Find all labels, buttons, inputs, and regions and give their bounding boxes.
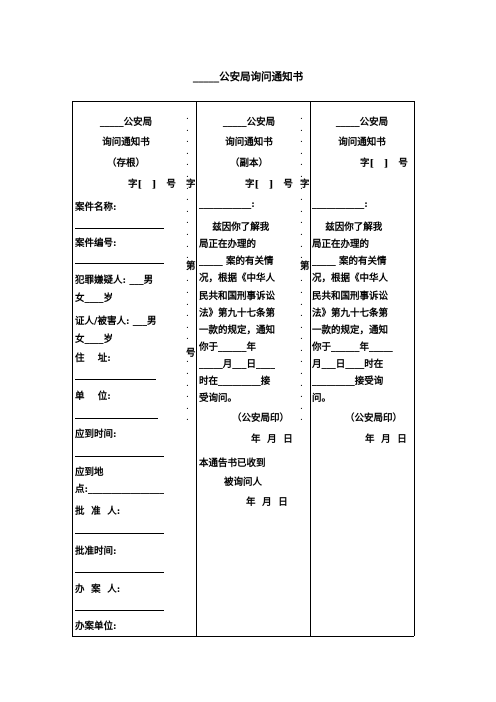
copy-body-line: 受询问。 — [199, 393, 238, 404]
stub-field-case-number: 案件编号: — [75, 238, 117, 249]
seam-zi-char: 字 — [300, 179, 310, 190]
copy-date-2: 年 月 日 — [246, 497, 288, 508]
stub-field-line — [75, 533, 164, 534]
copy3-seal: （公安局印） — [345, 413, 403, 424]
copy3-body-line: _____ 案的有关情 — [312, 256, 387, 267]
stub-field-case-name: 案件名称: — [75, 202, 117, 213]
copy-body-line: 况，根据《中华人 — [199, 273, 276, 284]
copy-date: 年 月 日 — [251, 434, 293, 445]
stub-bureau: _____公安局 — [99, 117, 153, 128]
copy3-body-line: 月___日____时在 — [312, 359, 384, 370]
copy3-body-line: 况，根据《中华人 — [312, 273, 389, 284]
stub-field-line — [75, 418, 158, 419]
copy-body-line: 法》第九十七条第 — [199, 308, 276, 319]
stub-field-approval-time: 批准时间: — [75, 546, 117, 557]
stub-copy-label: （存根） — [106, 158, 145, 169]
table-left-border — [72, 101, 73, 636]
copy-bureau: _____公安局 — [222, 117, 276, 128]
stub-field-handling-unit: 办案单位: — [75, 621, 117, 632]
stub-doc-name: 询问通知书 — [102, 137, 150, 148]
copy-doc-name: 询问通知书 — [225, 137, 273, 148]
table-right-border — [414, 101, 415, 636]
seam-hao-char: 号 — [186, 348, 196, 359]
copy3-body-line: 局正在办理的 — [312, 239, 370, 250]
seam-zi-char: 字 — [186, 179, 196, 190]
copy3-bureau: _____公安局 — [335, 117, 389, 128]
table-top-border — [72, 101, 414, 102]
stub-field-line — [75, 228, 164, 229]
stub-field-witness: 证人/被害人: ___男 — [75, 316, 157, 327]
copy3-body-line: 一款的规定，通知 — [312, 325, 389, 336]
stub-field-approver: 批 准 人: — [75, 506, 121, 517]
perforation-dots: . . . . . . . . . . . . . . . . . . . . … — [300, 112, 303, 424]
stub-field-suspect: 犯罪嫌疑人: ___男 — [75, 275, 154, 286]
stub-field-line — [75, 610, 164, 611]
copy3-doc-name: 询问通知书 — [338, 137, 386, 148]
copy-body-line: 兹因你了解我 — [199, 222, 270, 233]
stub-field-line — [75, 379, 156, 380]
copy3-addressee: ___________: — [312, 199, 368, 210]
stub-field-line — [75, 263, 164, 264]
seam-di-char: 第 — [186, 261, 196, 272]
perforation-dots: . . . . . . . . . . . . . . . . . . . . … — [186, 112, 189, 424]
stub-field-line — [75, 456, 164, 457]
column-divider-1 — [196, 101, 197, 636]
column-divider-2 — [310, 101, 311, 636]
copy3-date: 年 月 日 — [365, 434, 407, 445]
stub-field-unit: 单 位: — [75, 391, 111, 402]
table-bottom-border — [72, 636, 414, 637]
document-title: _____公安局询问通知书 — [192, 71, 304, 83]
stub-field-due-place-line: 点:________________ — [75, 484, 165, 495]
copy-body-line: 时在_________接 — [199, 376, 271, 387]
stub-field-suspect-age: 女____岁 — [75, 293, 114, 304]
copy3-body-line: _________接受询 — [312, 376, 384, 387]
copy3-body-line: 法》第九十七条第 — [312, 308, 389, 319]
copy-number: 字[ ] 号 — [245, 179, 293, 190]
copy-body-line: 民共和国刑事诉讼 — [199, 291, 276, 302]
copy-body-line: 你于______年 — [199, 342, 257, 353]
copy-body-line: _____ 案的有关情 — [199, 256, 274, 267]
stub-field-address: 住 址: — [75, 353, 111, 364]
copy-body-line: _____月___日____ — [199, 359, 276, 370]
copy3-body-line: 民共和国刑事诉讼 — [312, 291, 389, 302]
copy-body-line: 一款的规定，通知 — [199, 325, 276, 336]
copy-addressee: ___________: — [199, 199, 255, 210]
copy-seal: （公安局印） — [232, 413, 290, 424]
stub-field-due-place: 应到地 — [75, 467, 104, 478]
copy3-body-line: 你于______年_____ — [312, 342, 393, 353]
stub-field-handler: 办 案 人: — [75, 584, 121, 595]
copy-receipt: 本通告书已收到 — [199, 458, 266, 469]
seam-di-char: 第 — [300, 261, 310, 272]
copy-recipient: 被询问人 — [224, 477, 263, 488]
stub-field-due-time: 应到时间: — [75, 429, 117, 440]
copy-body-line: 局正在办理的 — [199, 239, 257, 250]
copy3-body-line: 问。 — [312, 393, 332, 404]
copy3-body-line: 兹因你了解我 — [312, 222, 383, 233]
stub-field-line — [75, 572, 164, 573]
stub-number: 字[ ] 号 — [128, 179, 176, 190]
stub-field-witness-age: 女____岁 — [75, 334, 114, 345]
copy3-number: 字[ ] 号 — [360, 158, 408, 169]
copy-copy-label: （副本） — [229, 158, 268, 169]
